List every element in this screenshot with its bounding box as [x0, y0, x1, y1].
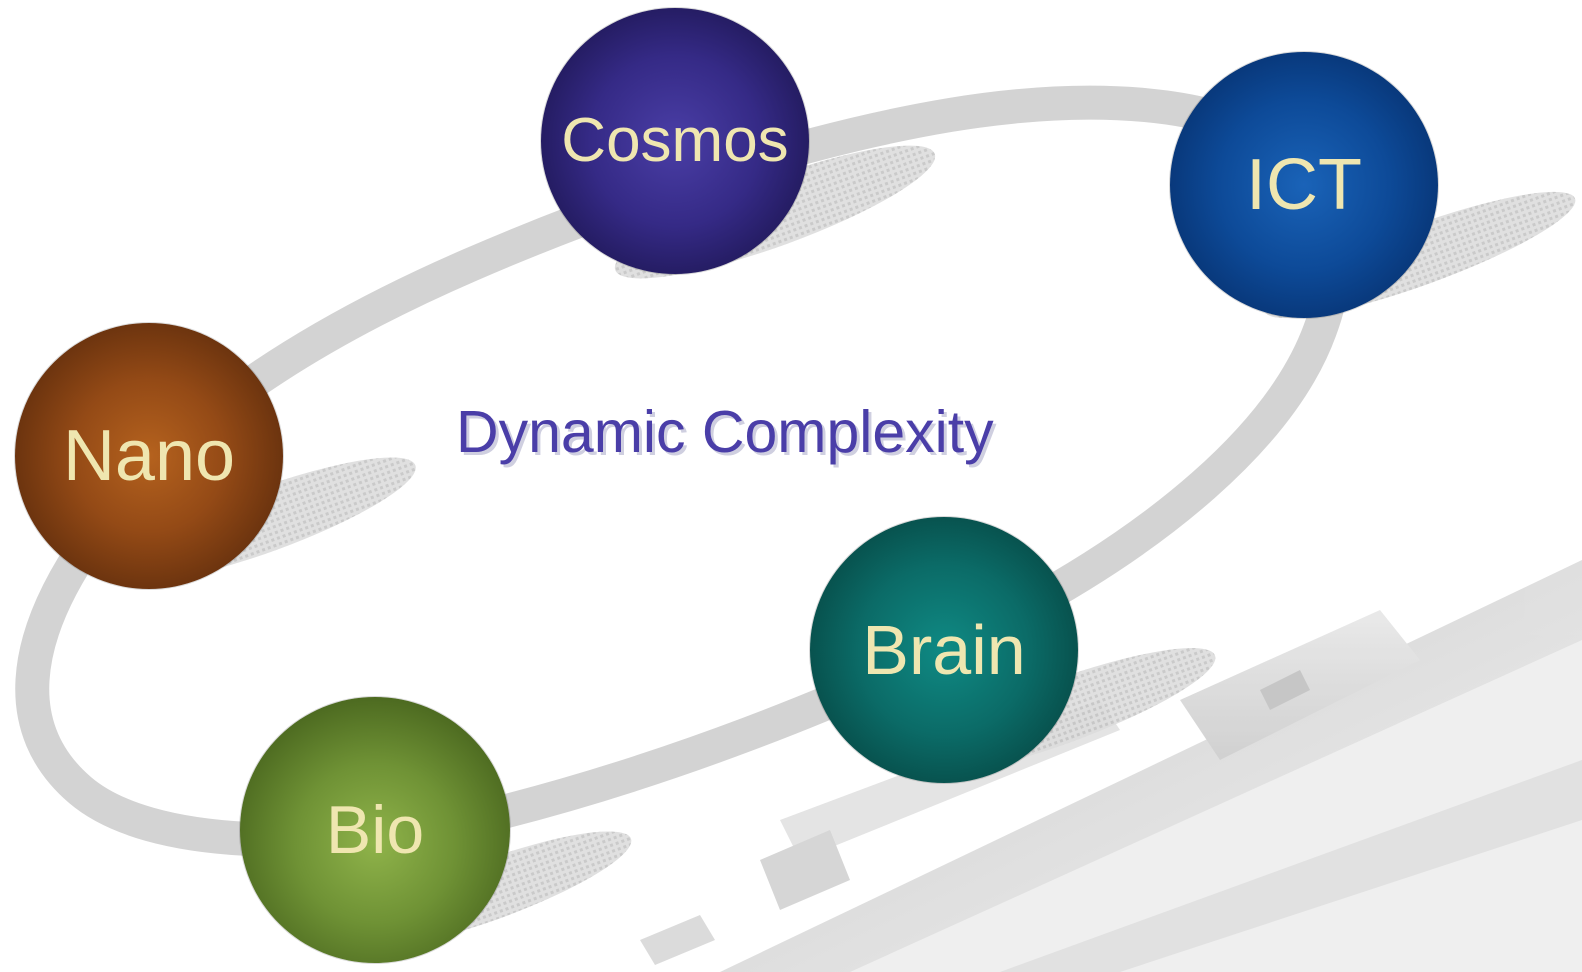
node-ict: ICT [1170, 52, 1438, 318]
center-title: Dynamic Complexity [456, 399, 994, 465]
node-cosmos-label: Cosmos [561, 106, 789, 175]
node-bio: Bio [240, 697, 510, 963]
node-brain: Brain [810, 517, 1078, 783]
node-nano: Nano [15, 323, 283, 589]
node-ict-label: ICT [1246, 145, 1362, 225]
node-bio-label: Bio [325, 792, 425, 868]
node-nano-label: Nano [62, 416, 236, 496]
node-cosmos: Cosmos [541, 8, 809, 274]
node-brain-label: Brain [862, 611, 1026, 689]
